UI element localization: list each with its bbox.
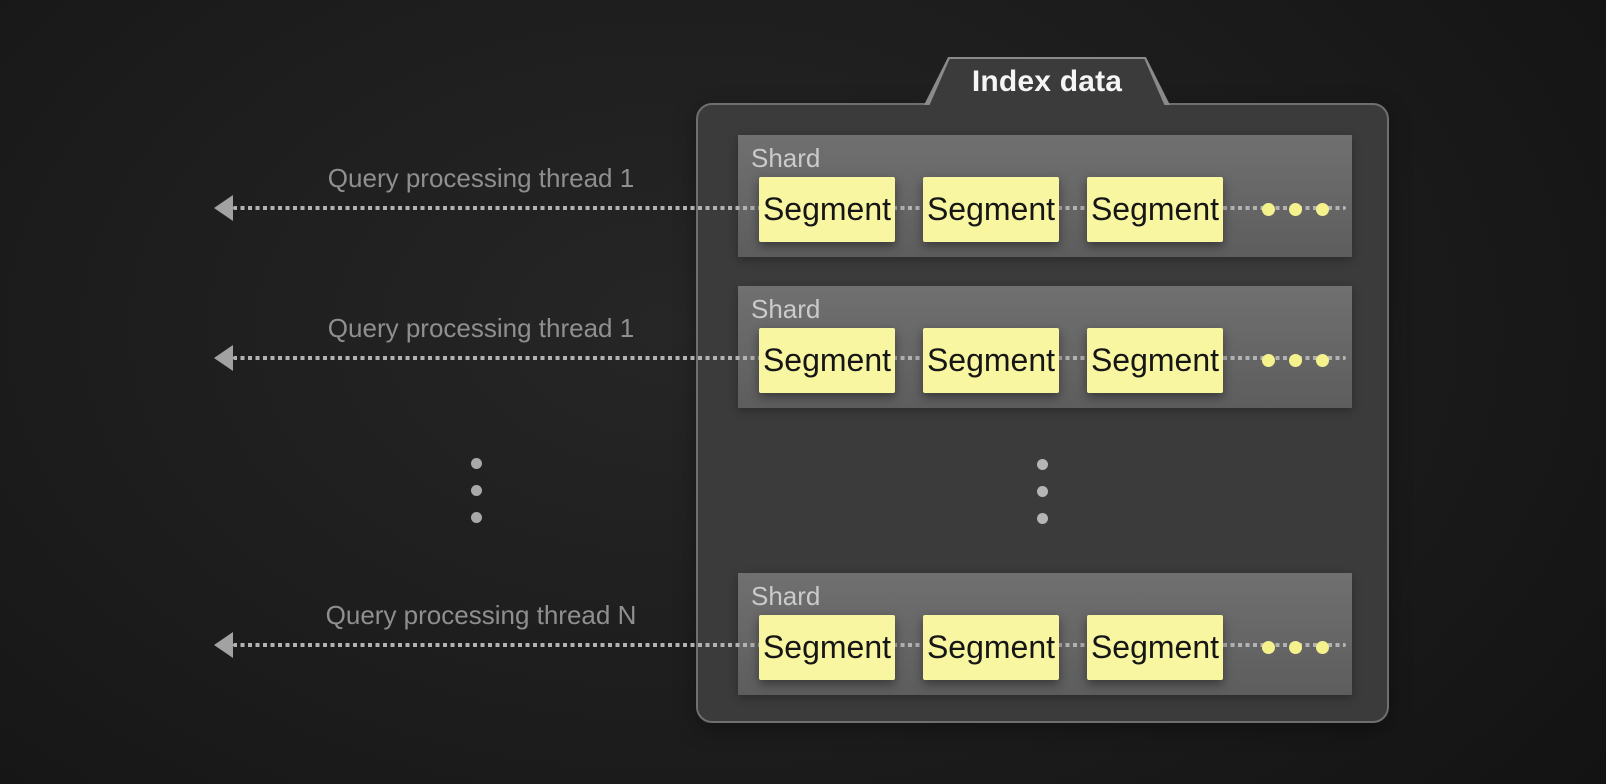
- ellipsis-dot: [1289, 203, 1302, 216]
- more-segments-ellipsis: [1262, 641, 1329, 654]
- segment-box: Segment: [1087, 328, 1223, 393]
- segment-box: Segment: [759, 177, 895, 242]
- shard-label: Shard: [751, 581, 821, 611]
- ellipsis-dot: [471, 458, 482, 469]
- segment-box: Segment: [923, 328, 1059, 393]
- thread-label: Query processing thread 1: [327, 163, 635, 193]
- ellipsis-dot: [1289, 354, 1302, 367]
- ellipsis-dot: [1262, 354, 1275, 367]
- shard-row-3: Shard Segment Segment Segment: [738, 573, 1352, 695]
- segment-box: Segment: [1087, 177, 1223, 242]
- arrow-left-icon: [214, 345, 233, 371]
- ellipsis-dot: [1037, 513, 1048, 524]
- segment-box: Segment: [1087, 615, 1223, 680]
- thread-label: Query processing thread N: [325, 600, 637, 630]
- ellipsis-dot: [1316, 203, 1329, 216]
- shard-row-1: Shard Segment Segment Segment: [738, 135, 1352, 257]
- segment-box: Segment: [923, 615, 1059, 680]
- segment-box: Segment: [759, 328, 895, 393]
- shard-label: Shard: [751, 294, 821, 324]
- ellipsis-dot: [1316, 641, 1329, 654]
- more-segments-ellipsis: [1262, 203, 1329, 216]
- ellipsis-dot: [471, 485, 482, 496]
- ellipsis-dot: [1316, 354, 1329, 367]
- ellipsis-dot: [1262, 203, 1275, 216]
- shard-label: Shard: [751, 143, 821, 173]
- segment-list: Segment Segment Segment: [759, 615, 1223, 680]
- arrow-left-icon: [214, 195, 233, 221]
- ellipsis-dot: [1262, 641, 1275, 654]
- segment-list: Segment Segment Segment: [759, 328, 1223, 393]
- index-data-panel: Index data Shard Segment Segment Segment…: [696, 57, 1389, 723]
- shard-row-2: Shard Segment Segment Segment: [738, 286, 1352, 408]
- ellipsis-dot: [1037, 459, 1048, 470]
- ellipsis-dot: [1289, 641, 1302, 654]
- more-segments-ellipsis: [1262, 354, 1329, 367]
- ellipsis-dot: [471, 512, 482, 523]
- index-data-title: Index data: [971, 65, 1123, 98]
- ellipsis-dot: [1037, 486, 1048, 497]
- segment-box: Segment: [759, 615, 895, 680]
- tab-fill-shape: [927, 59, 1167, 111]
- index-data-tab: Index data: [924, 57, 1170, 111]
- segment-box: Segment: [923, 177, 1059, 242]
- thread-label: Query processing thread 1: [327, 313, 635, 343]
- arrow-left-icon: [214, 632, 233, 658]
- segment-list: Segment Segment Segment: [759, 177, 1223, 242]
